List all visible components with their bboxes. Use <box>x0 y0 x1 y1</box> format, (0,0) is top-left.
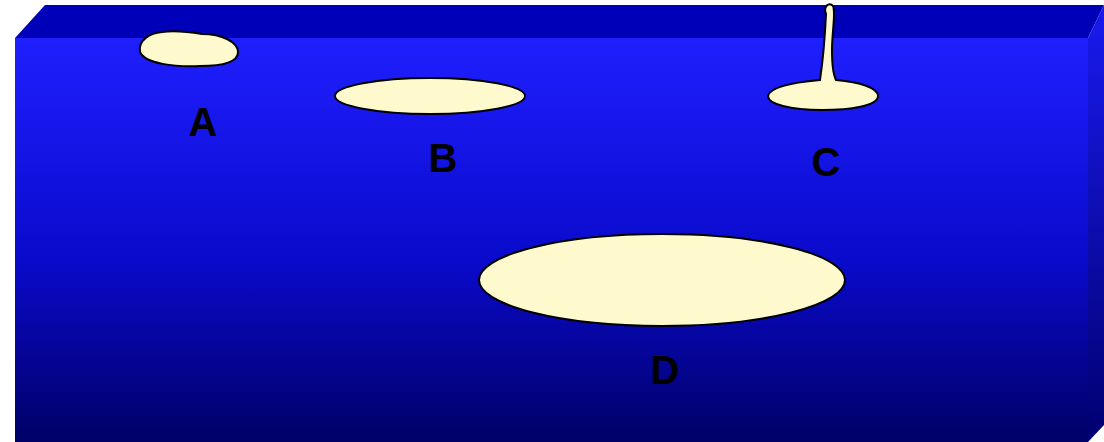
ellipse-d <box>479 234 845 326</box>
blob-a <box>140 31 238 66</box>
shape-label: A <box>189 102 218 142</box>
shape-label: D <box>651 350 680 390</box>
shape-label: C <box>812 142 841 182</box>
ellipse-b <box>335 78 525 114</box>
blob-c-with-stalk <box>768 4 878 110</box>
slab-side-face <box>1088 5 1104 442</box>
slab-front-face <box>15 38 1088 442</box>
shape-label: B <box>429 138 458 178</box>
